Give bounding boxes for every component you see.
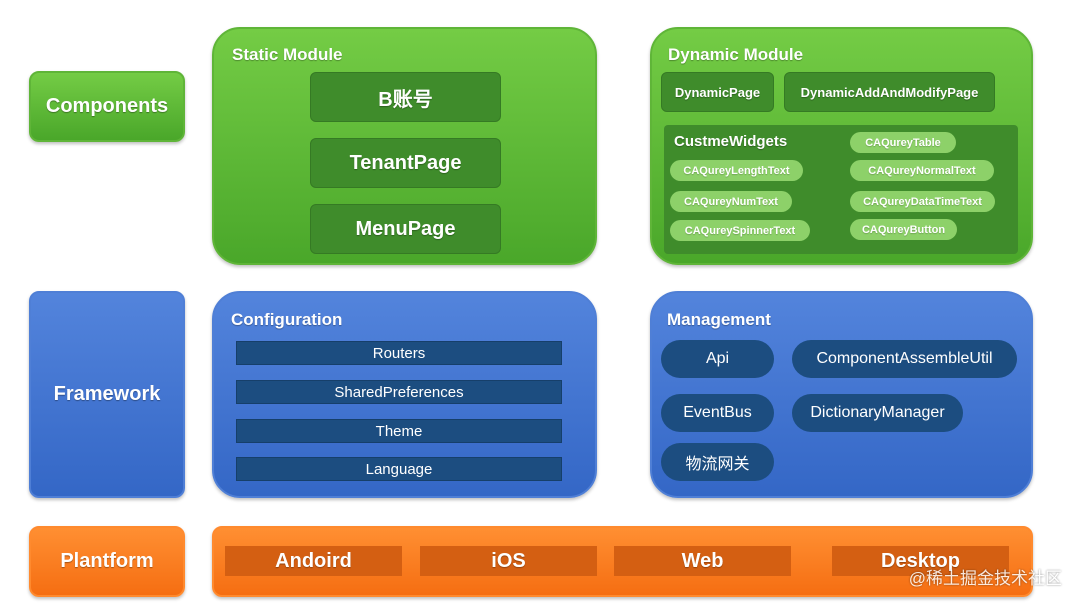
mgmt-item-api[interactable]: Api <box>661 340 774 378</box>
mgmt-item-logistics-gateway[interactable]: 物流网关 <box>661 443 774 481</box>
widget-caqureyspinnertext[interactable]: CAQureySpinnerText <box>670 220 810 241</box>
config-item-language[interactable]: Language <box>236 457 562 481</box>
widget-caqureylengthtext[interactable]: CAQureyLengthText <box>670 160 803 181</box>
widget-caqureytable[interactable]: CAQureyTable <box>850 132 956 153</box>
configuration-title: Configuration <box>231 310 343 329</box>
widget-caqureynormaltext[interactable]: CAQureyNormalText <box>850 160 994 181</box>
dynamic-page-box[interactable]: DynamicPage <box>661 72 774 112</box>
widget-caqureydatatimetext[interactable]: CAQureyDataTimeText <box>850 191 995 212</box>
components-label-text: Components <box>45 95 169 117</box>
platform-android[interactable]: Andoird <box>225 546 402 576</box>
custom-widgets-title: CustmeWidgets <box>674 133 788 150</box>
platform-desktop[interactable]: Desktop <box>832 546 1009 576</box>
dynamic-module-title: Dynamic Module <box>668 45 804 64</box>
mgmt-item-component-assemble-util[interactable]: ComponentAssembleUtil <box>792 340 1017 378</box>
config-item-shared-preferences[interactable]: SharedPreferences <box>236 380 562 404</box>
platform-layer-label: Plantform <box>29 526 185 597</box>
mgmt-item-dictionary-manager[interactable]: DictionaryManager <box>792 394 963 432</box>
dynamic-add-modify-page-box[interactable]: DynamicAddAndModifyPage <box>784 72 995 112</box>
static-item-b-account[interactable]: B账号 <box>310 72 501 122</box>
config-item-theme[interactable]: Theme <box>236 419 562 443</box>
components-layer-label: Components <box>29 71 185 142</box>
mgmt-item-event-bus[interactable]: EventBus <box>661 394 774 432</box>
management-title: Management <box>667 310 771 329</box>
framework-layer-label: Framework <box>29 291 185 498</box>
static-module-title: Static Module <box>232 45 343 64</box>
config-item-routers[interactable]: Routers <box>236 341 562 365</box>
static-item-menu-page[interactable]: MenuPage <box>310 204 501 254</box>
platform-label-text: Plantform <box>60 550 154 572</box>
static-item-tenant-page[interactable]: TenantPage <box>310 138 501 188</box>
widget-caqureynumtext[interactable]: CAQureyNumText <box>670 191 792 212</box>
watermark-text: @稀土掘金技术社区 <box>908 569 1062 588</box>
platform-web[interactable]: Web <box>614 546 791 576</box>
framework-label-text: Framework <box>53 383 161 405</box>
platform-ios[interactable]: iOS <box>420 546 597 576</box>
widget-caqureybutton[interactable]: CAQureyButton <box>850 219 957 240</box>
